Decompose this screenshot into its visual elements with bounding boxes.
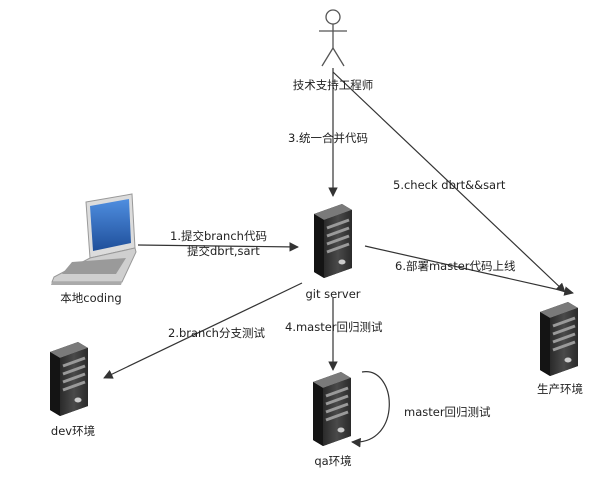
prod-env-label: 生产环境 [537,382,583,396]
edge-git-to-prod [364,245,574,296]
qa-server-icon [311,370,353,448]
step2-label: 2.branch分支测试 [168,326,265,340]
edge-engineer-to-prod [332,71,566,293]
step6-label: 6.部署master代码上线 [395,259,516,273]
git-server-icon [312,202,354,280]
step4-label: 4.master回归测试 [285,320,383,334]
git-server-label: git server [305,287,361,301]
laptop-icon [51,193,137,285]
edge-qa-loop [351,371,390,448]
edge-local-to-git [137,242,299,252]
local-coding-label: 本地coding [60,291,122,305]
qa-loop-label: master回归测试 [404,405,491,419]
step1-label-line1: 1.提交branch代码 [170,229,267,243]
edges [103,68,574,448]
step1-label-line2: 提交dbrt,sart [187,244,260,258]
edge-git-to-dev [103,282,303,379]
step3-label: 3.统一合并代码 [288,131,368,145]
prod-server-icon [538,300,580,378]
engineer-label: 技术支持工程师 [292,78,374,92]
dev-server-icon [48,340,90,418]
engineer-figure-icon [319,9,347,67]
qa-env-label: qa环境 [314,454,352,468]
dev-env-label: dev环境 [50,424,96,438]
step5-label: 5.check dbrt&&sart [393,178,506,192]
